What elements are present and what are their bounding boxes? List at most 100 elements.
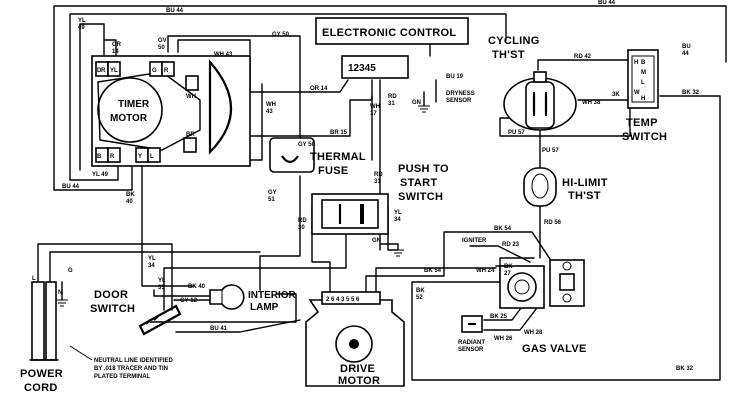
radiant-sensor-label-2: SENSOR: [458, 347, 484, 353]
timer-terminal-r2: R: [164, 68, 169, 74]
drive-motor-label-1: DRIVE: [340, 363, 375, 375]
ground-symbol-cord: [56, 299, 68, 307]
dryness-sensor-label-2: SENSOR: [446, 98, 472, 104]
temp-switch-terminal-h2: H: [641, 96, 645, 102]
timer-motor-label-2: MOTOR: [110, 113, 148, 124]
electronic-control-terminals: 12345: [348, 63, 376, 74]
wire-rd42: RD 42: [574, 54, 592, 60]
timer-motor: TIMER MOTOR D R Y L G R WH BR B R Y L: [91, 55, 251, 167]
interior-lamp-label-1: INTERIOR: [248, 290, 297, 301]
hi-limit-thermostat: HI-LIMIT TH'ST: [523, 167, 607, 207]
door-switch: DOOR SWITCH: [90, 289, 182, 336]
dryness-sensor-label-1: DRYNESS: [446, 91, 475, 97]
wire-gy12: GY 12: [180, 298, 198, 304]
cycling-thermostat-label-1: CYCLING: [488, 35, 540, 47]
wire-pu57-b: PU 57: [542, 148, 559, 154]
interior-lamp: INTERIOR LAMP: [209, 284, 297, 313]
wire-bk40-door: BK 40: [188, 284, 206, 290]
wire-wh26: WH 26: [494, 336, 513, 342]
drive-motor-terminals: 2 6 4 3 5 5 6: [326, 297, 360, 303]
ground-symbol-ec: [418, 105, 430, 113]
wire-bu41: BU 41: [210, 326, 228, 332]
timer-terminal-d: D: [97, 68, 102, 74]
wire-wh24: WH 24: [476, 268, 495, 274]
electronic-control: ELECTRONIC CONTROL 12345 BU 19 DRYNESS S…: [315, 17, 475, 113]
wire-bu19: BU 19: [446, 74, 464, 80]
wire-bk25: BK 25: [490, 314, 508, 320]
wire-rd23: RD 23: [502, 242, 520, 248]
ground-symbol-pts: [392, 249, 404, 257]
cycling-thermostat-label-2: TH'ST: [492, 49, 525, 61]
wire-gn-ec: GN: [412, 100, 421, 106]
push-to-start-label-1: PUSH TO: [398, 163, 449, 175]
push-to-start-switch: PUSH TO START SWITCH: [311, 163, 449, 257]
timer-terminal-r: R: [101, 68, 106, 74]
temp-switch-3k: 3K: [612, 92, 620, 98]
door-switch-label-1: DOOR: [94, 289, 128, 301]
interior-lamp-label-2: LAMP: [250, 302, 279, 313]
temp-switch-label-2: SWITCH: [622, 131, 667, 143]
wire-bu44-left: BU 44: [62, 184, 80, 190]
temp-switch-label-1: TEMP: [626, 117, 658, 129]
power-cord: L G N POWER CORD NEUTRAL LINE IDENTIFIED…: [20, 268, 174, 394]
electronic-control-label: ELECTRONIC CONTROL: [322, 27, 456, 39]
wire-bk54-top: BK 54: [494, 226, 512, 232]
wire-yl49-left: YL 49: [92, 172, 109, 178]
gas-valve: GAS VALVE IGNITER RADIANT SENSOR: [458, 238, 587, 355]
timer-terminal-wh: WH: [186, 94, 196, 100]
power-cord-label-2: CORD: [24, 382, 58, 394]
power-terminal-g: G: [68, 268, 73, 274]
wire-wh28: WH 28: [524, 330, 543, 336]
drive-motor: 2 6 4 3 5 5 6 DRIVE MOTOR: [305, 291, 405, 387]
neutral-note-2: BY .018 TRACER AND TIN: [94, 366, 168, 372]
power-terminal-n: N: [58, 290, 62, 296]
timer-terminal-r-bottom: R: [110, 154, 115, 160]
wire-wh38: WH 38: [582, 100, 601, 106]
wire-bk32-ts: BK 32: [682, 90, 700, 96]
wire-or14-ec: OR 14: [310, 86, 328, 92]
wire-bu44-top: BU 44: [166, 8, 184, 14]
thermal-fuse-label-2: FUSE: [318, 165, 349, 177]
wire-bk54-left: BK 54: [424, 268, 442, 274]
wire-gn-pts: GN: [372, 238, 381, 244]
wire-bu44-right-top: BU 44: [598, 0, 616, 6]
thermal-fuse: THERMAL FUSE: [269, 137, 366, 177]
temp-switch-terminal-l: L: [641, 80, 645, 86]
temp-switch-terminal-w: W: [634, 90, 640, 96]
timer-terminal-g: G: [152, 68, 157, 74]
door-switch-label-2: SWITCH: [90, 303, 135, 315]
neutral-note-3: PLATED TERMINAL: [94, 374, 151, 380]
igniter-label: IGNITER: [462, 238, 487, 244]
temp-switch-terminal-h1: H: [634, 60, 638, 66]
wire-gy50-right: GY 50: [272, 32, 290, 38]
timer-terminal-y-bottom: Y: [138, 154, 142, 160]
temp-switch-terminal-m: M: [641, 70, 646, 76]
wire-pu57-a: PU 57: [508, 130, 525, 136]
thermal-fuse-label-1: THERMAL: [310, 151, 366, 163]
wire-wh43-timer: WH 43: [214, 52, 233, 58]
hi-limit-label-2: TH'ST: [568, 190, 601, 202]
push-to-start-label-3: SWITCH: [398, 191, 443, 203]
timer-terminal-l-bottom: L: [150, 154, 154, 160]
temp-switch-terminal-b: B: [641, 60, 646, 66]
gas-valve-label: GAS VALVE: [522, 343, 587, 355]
neutral-note-1: NEUTRAL LINE IDENTIFIED: [94, 358, 174, 364]
power-terminal-l: L: [32, 276, 36, 282]
timer-motor-label-1: TIMER: [118, 99, 150, 110]
